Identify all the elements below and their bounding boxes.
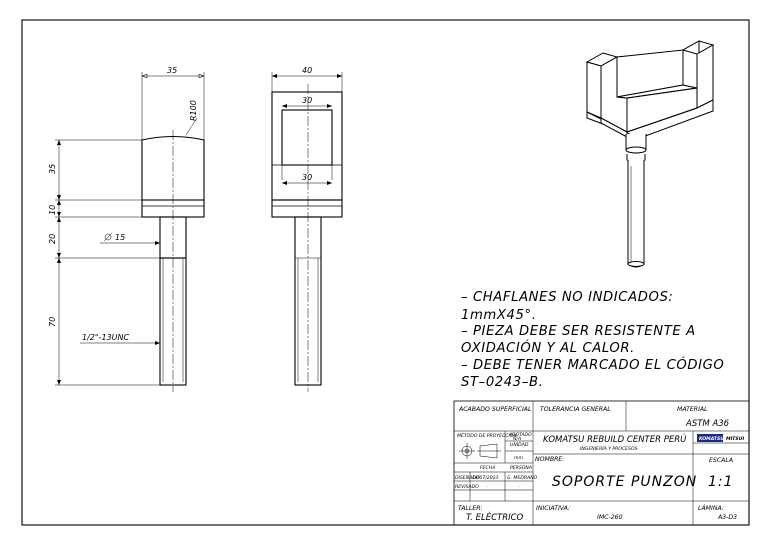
- diameter-symbol-icon: [103, 232, 113, 242]
- workshop-value: T. ELÉCTRICO: [466, 511, 524, 523]
- tolerance-label: TOLERANCIA GENERAL: [540, 406, 611, 413]
- dim-side-width: 40: [302, 66, 312, 75]
- department-name: INGENIERÍA Y PROCESOS: [580, 445, 638, 452]
- name-label: NOMBRE:: [535, 456, 564, 463]
- projection-symbol-icon: [459, 443, 501, 459]
- note-line-4: OXIDACIÓN Y AL CALOR.: [461, 338, 635, 356]
- front-view: 35 R100 35 10 20 70 15 1/2"-13UNC: [48, 66, 205, 392]
- komatsu-logo: [697, 434, 723, 442]
- note-line-1: – CHAFLANES NO INDICADOS:: [461, 290, 673, 305]
- mitsui-logo-text: MITSUI: [726, 436, 744, 442]
- scale-label: ESCALA: [709, 457, 733, 464]
- initiative-label: INICIATIVA:: [536, 505, 570, 512]
- title-block: ACABADO SUPERFICIAL TOLERANCIA GENERAL M…: [453, 400, 750, 526]
- note-line-2: 1mmX45°.: [461, 308, 536, 323]
- note-line-3: – PIEZA DEBE SER RESISTENTE A: [461, 324, 696, 339]
- reviewed-person: -: [518, 485, 520, 490]
- workshop-label: TALLER:: [458, 505, 483, 512]
- scale-value: 1:1: [708, 474, 734, 490]
- drawing-notes: – CHAFLANES NO INDICADOS: 1mmX45°. – PIE…: [461, 290, 724, 390]
- sheet-label: LÁMINA:: [698, 503, 724, 512]
- units-label: UNIDAD: [510, 442, 529, 448]
- date-header: FECHA: [480, 465, 495, 471]
- side-view-slot: [281, 109, 333, 166]
- dim-thread-spec: 1/2"-13UNC: [82, 333, 129, 342]
- projection-label: MÉTODO DE PROYECCIÓN: [457, 431, 517, 439]
- front-view-head: [141, 135, 205, 201]
- finish-label: ACABADO SUPERFICIAL: [458, 406, 532, 413]
- drawn-date: 14/07/2023: [472, 475, 499, 481]
- dim-radius: R100: [189, 100, 198, 121]
- dim-slot-top: 30: [302, 96, 312, 105]
- part-name: SOPORTE PUNZON: [552, 474, 697, 490]
- side-view: 40 30 30: [271, 66, 343, 392]
- material-value: ASTM A36: [685, 419, 730, 429]
- reviewed-label: REVISADO: [455, 484, 479, 490]
- note-line-6: ST–0243–B.: [461, 375, 543, 390]
- initiative-value: IMC-260: [597, 514, 623, 521]
- drawing-frame: [21, 19, 750, 526]
- company-name: KOMATSU REBUILD CENTER PERÚ: [543, 433, 687, 445]
- material-label: MATERIAL: [677, 406, 708, 413]
- units-value: mm: [514, 456, 523, 461]
- dim-shank-height: 20: [48, 234, 57, 244]
- dim-shank-diameter: 15: [115, 233, 125, 242]
- drawn-person: G. MEDRANO: [507, 475, 538, 481]
- isometric-view: [585, 40, 715, 268]
- komatsu-logo-text: KOMATSU: [699, 436, 724, 442]
- acotado-value: N/A: [513, 436, 521, 442]
- person-header: PERSONA: [510, 465, 532, 471]
- sheet-value: A3-D3: [717, 514, 737, 521]
- dim-slot-bottom: 30: [302, 173, 312, 182]
- drawn-label: DISEÑADO: [455, 474, 480, 481]
- dim-head-width: 35: [167, 66, 177, 75]
- dim-thread-length: 70: [48, 317, 57, 327]
- reviewed-date: -: [486, 485, 488, 490]
- note-line-5: – DEBE TENER MARCADO EL CÓDIGO: [461, 355, 724, 373]
- dim-collar-height: 10: [48, 205, 57, 215]
- acotado-label: ACOTADO: [508, 432, 532, 438]
- dim-head-height: 35: [48, 164, 57, 174]
